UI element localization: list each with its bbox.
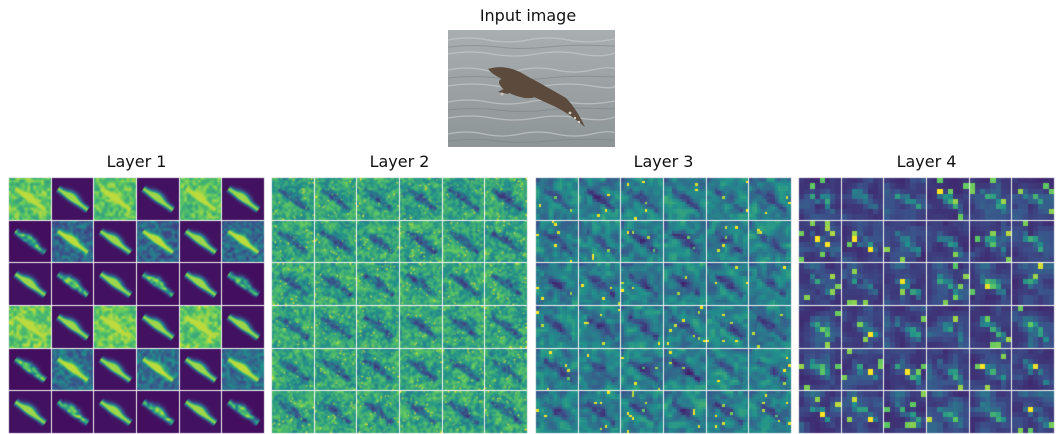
input-image-title: Input image xyxy=(479,6,577,25)
layer-4-title: Layer 4 xyxy=(896,152,957,171)
input-image xyxy=(448,30,615,147)
layer-3-title: Layer 3 xyxy=(633,152,694,171)
layer-4-feature-maps xyxy=(798,177,1055,434)
layer-2-feature-maps xyxy=(271,177,528,434)
layer-3-feature-grid xyxy=(535,177,792,434)
layer-1-title: Layer 1 xyxy=(106,152,167,171)
layer-2-title: Layer 2 xyxy=(369,152,430,171)
layer-1-feature-grid xyxy=(8,177,265,434)
layer-4-feature-grid xyxy=(798,177,1055,434)
layer-3-feature-maps xyxy=(535,177,792,434)
layer-2-feature-grid xyxy=(271,177,528,434)
layer-1-feature-maps xyxy=(8,177,265,434)
